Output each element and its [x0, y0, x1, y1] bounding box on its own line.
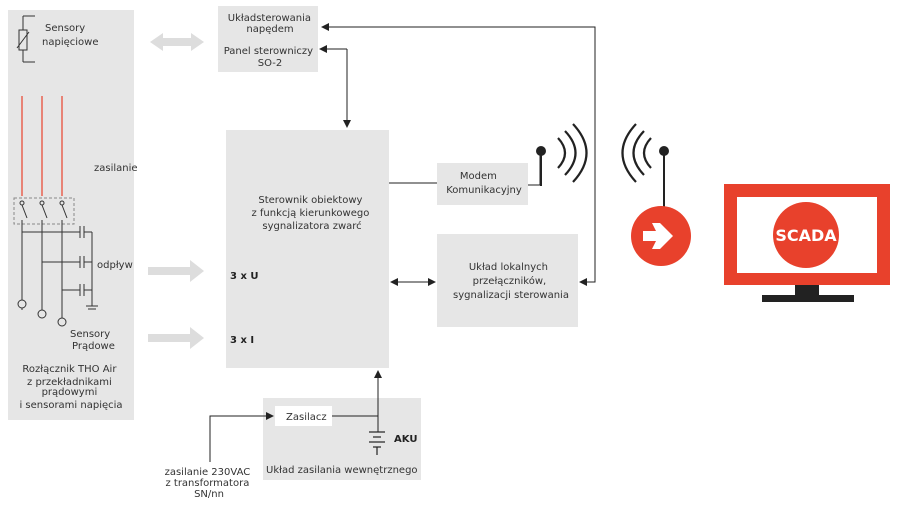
power-box: Zasilacz AKU Układ zasilania wewnętrzneg… [263, 398, 421, 480]
voltage-input-arrow [148, 260, 204, 282]
switch-contacts-box [13, 197, 75, 225]
left-panel: Sensory napięciowe zasilanie [8, 10, 138, 420]
battery-label: AKU [394, 434, 417, 445]
modem-box: Modem Komunikacyjny [437, 163, 528, 205]
red-arrow-icon [631, 206, 691, 266]
external-supply-label: zasilanie 230VAC z transformatora SN/nn [165, 467, 254, 500]
phase-lines [21, 96, 63, 196]
connections [209, 23, 596, 462]
power-box-caption: Układ zasilania wewnętrznego [266, 465, 418, 476]
switch-contacts-icon [19, 200, 68, 318]
psu-label: Zasilacz [286, 412, 327, 423]
control-panel-label: Panel sterowniczy SO-2 [224, 46, 317, 69]
local-drive-feedback-line [321, 23, 596, 286]
controller-background [226, 130, 389, 368]
modem-antenna-icon [536, 146, 546, 186]
scada-label: SCADA [775, 226, 837, 245]
supply-label: zasilanie [94, 163, 138, 174]
local-switches-box: Układ lokalnych przełączników, sygnaliza… [437, 234, 578, 327]
current-sensor-icons [17, 299, 67, 327]
battery-icon [369, 431, 385, 455]
current-input-label: 3 x I [230, 335, 254, 346]
controller-title: Sterownik obiektowy z funkcją kierunkowe… [251, 195, 372, 232]
drive-control-title: Układsterowania napędem [228, 13, 314, 35]
external-supply-line [209, 412, 274, 462]
voltage-sensor-icon [16, 15, 35, 63]
modem-background [437, 163, 528, 205]
outgoing-branches [22, 226, 98, 310]
sensors-voltage-label: Sensory napięciowe [42, 23, 98, 48]
bidirectional-gray-arrow [150, 33, 204, 51]
scada-badge [773, 202, 839, 268]
scada-monitor-icon [724, 184, 890, 302]
gray-arrows [148, 33, 204, 349]
voltage-input-label: 3 x U [230, 271, 259, 282]
drive-control-box: Układsterowania napędem Panel sterownicz… [218, 6, 318, 72]
left-panel-background [8, 10, 134, 420]
scada-antenna-icon [659, 146, 669, 212]
switch-caption: Rozłącznik THO Air z przekładnikami prąd… [19, 364, 122, 411]
current-input-arrow [148, 327, 204, 349]
modem-antenna-line [528, 152, 541, 186]
psu-box [275, 406, 332, 426]
controller-box: Sterownik obiektowy z funkcją kierunkowe… [226, 130, 389, 368]
drive-control-background [218, 6, 318, 72]
outgoing-label: odpływ [97, 260, 133, 271]
wireless-waves-icon [557, 123, 652, 183]
sensors-current-label: Sensory Prądowe [70, 329, 115, 352]
